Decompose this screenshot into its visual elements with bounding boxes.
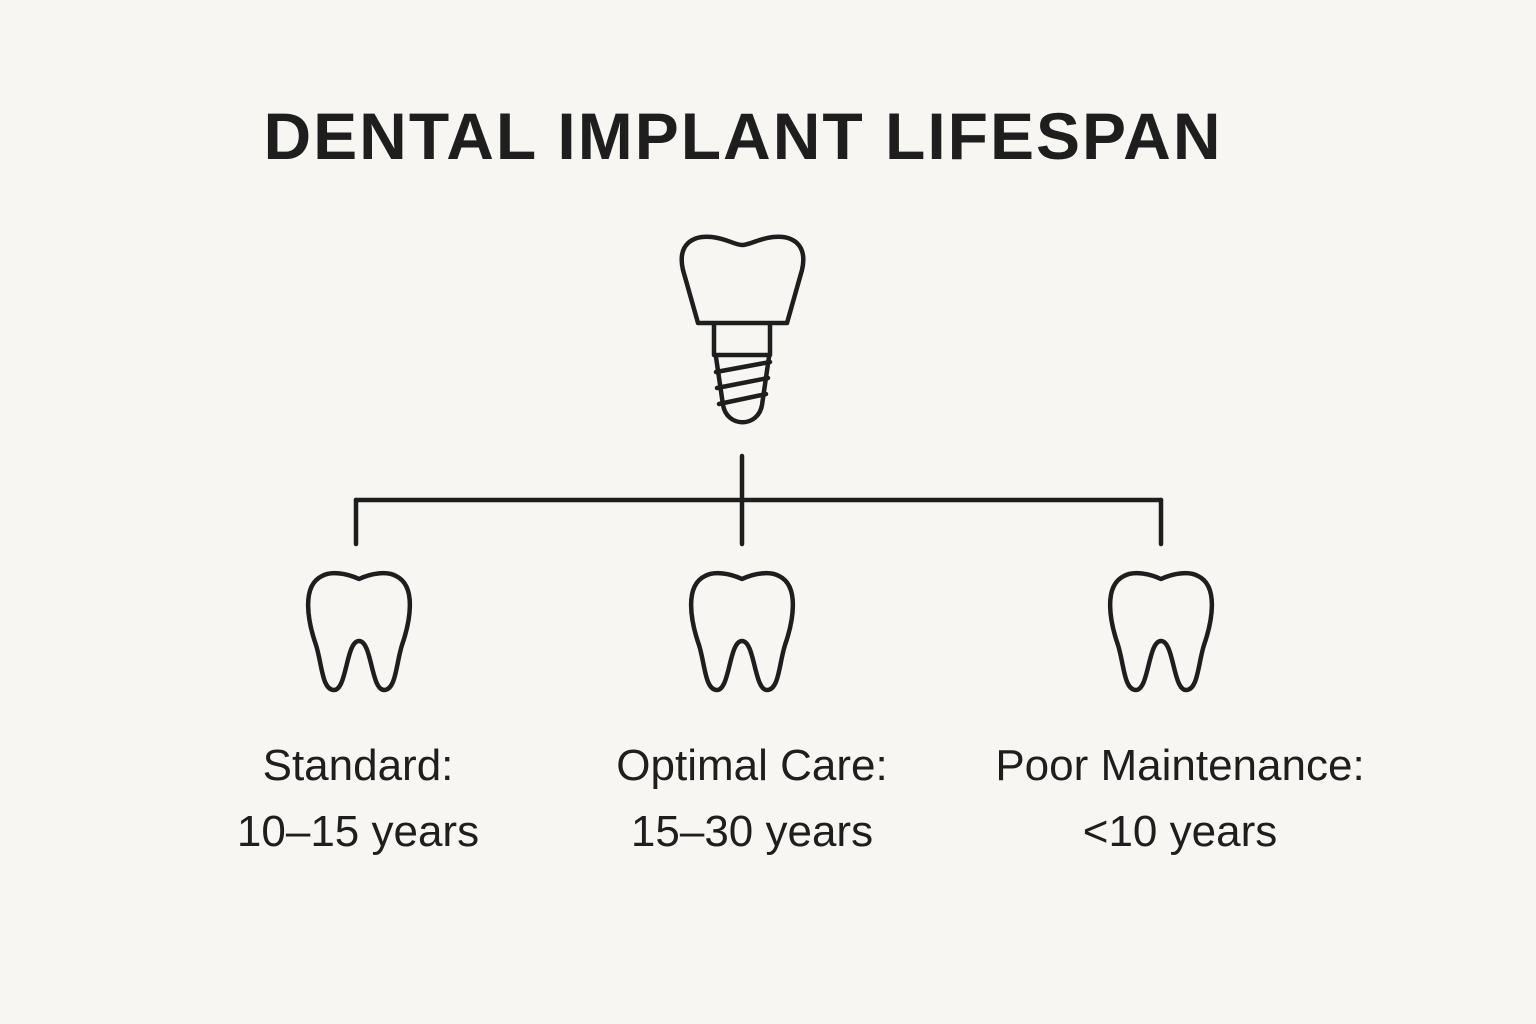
branch-optimal-care: Optimal Care: 15–30 years	[570, 733, 934, 865]
branch-label: Poor Maintenance:	[995, 741, 1365, 790]
branch-standard: Standard: 10–15 years	[200, 733, 516, 865]
branch-poor-maintenance: Poor Maintenance: <10 years	[950, 733, 1410, 865]
branch-value: 10–15 years	[236, 807, 480, 856]
branch-value: <10 years	[1082, 807, 1278, 856]
tooth-icon	[1107, 570, 1215, 693]
branch-value: 15–30 years	[630, 807, 874, 856]
dental-implant-icon	[679, 234, 806, 425]
tree-connector	[353, 453, 1164, 547]
diagram-title: DENTAL IMPLANT LIFESPAN	[263, 99, 1223, 173]
branch-label: Standard:	[262, 741, 454, 790]
tooth-icon	[688, 570, 796, 693]
tooth-icon	[305, 570, 413, 693]
branch-label: Optimal Care:	[616, 741, 888, 790]
